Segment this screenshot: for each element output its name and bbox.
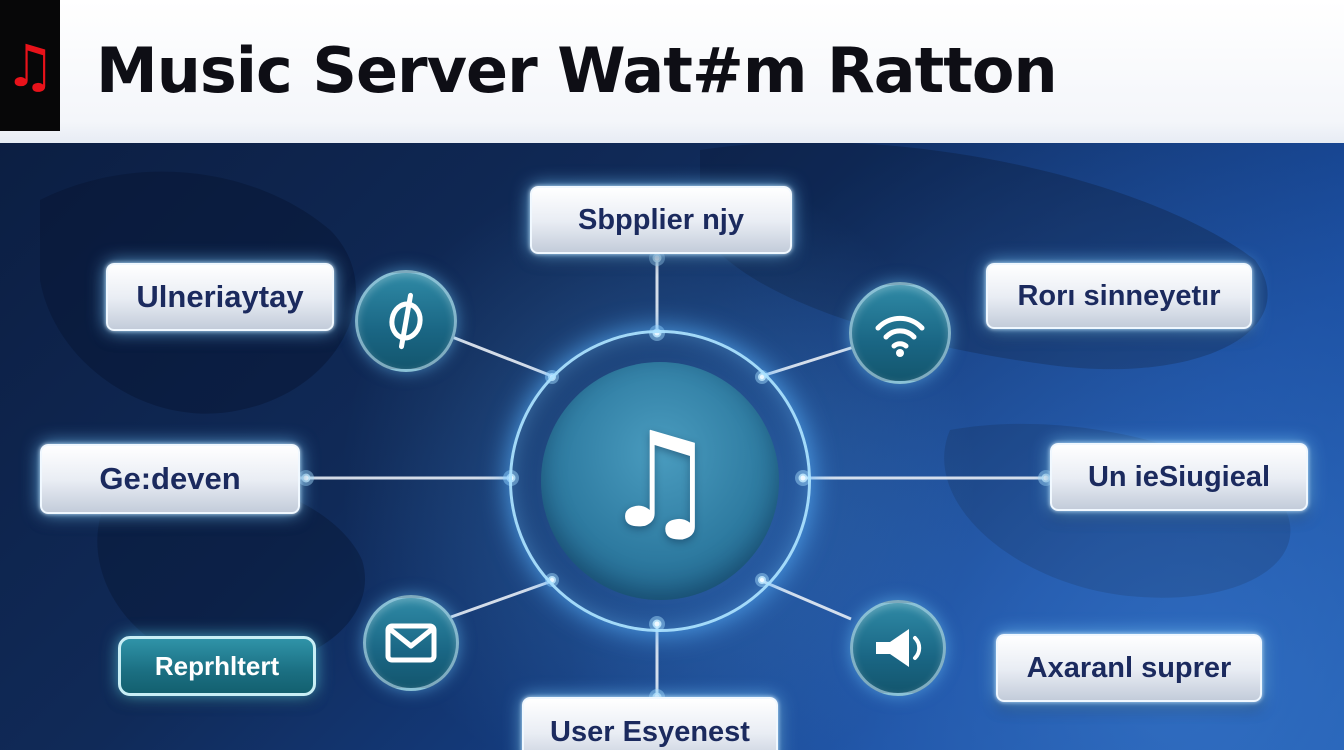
node-label-left: Ge:deven bbox=[40, 444, 300, 514]
logo: ♫ bbox=[0, 0, 60, 131]
wifi-icon bbox=[875, 315, 925, 357]
node-label-text: Sbpplier njy bbox=[578, 203, 744, 236]
node-label-text: Ge:deven bbox=[99, 461, 241, 496]
header: ♫ Music Server Wat#m Ratton bbox=[0, 0, 1344, 143]
node-label-upper-left: Ulneriaytay bbox=[106, 263, 334, 331]
megaphone-icon bbox=[876, 629, 922, 667]
node-label-text: Un ieSiugieal bbox=[1087, 460, 1271, 493]
page-title: Music Server Wat#m Ratton bbox=[96, 34, 1058, 107]
node-label-lower-left: Reprhltert bbox=[118, 636, 316, 696]
node-label-right: Un ieSiugieal bbox=[1050, 443, 1308, 511]
music-note-icon: ♫ bbox=[4, 31, 56, 100]
node-label-text: User Esyenest bbox=[550, 715, 750, 748]
node-label-text: Ulneriaytay bbox=[136, 279, 304, 314]
node-label-lower-right: Axaranl suprer bbox=[996, 634, 1262, 702]
node-circle-upper-left bbox=[355, 270, 457, 372]
central-hub-circle: ♫ bbox=[541, 362, 779, 600]
node-circle-upper-right bbox=[849, 282, 951, 384]
envelope-icon bbox=[385, 623, 437, 663]
node-label-top: Sbpplier njy bbox=[530, 186, 792, 254]
phi-symbol-icon bbox=[389, 292, 423, 350]
node-circle-lower-right bbox=[850, 600, 946, 696]
node-label-upper-right: Rorı sinneyetır bbox=[986, 263, 1252, 329]
node-label-text: Reprhltert bbox=[154, 650, 280, 681]
music-note-icon: ♫ bbox=[600, 404, 720, 558]
node-label-text: Rorı sinneyetır bbox=[1017, 279, 1221, 312]
node-circle-lower-left bbox=[363, 595, 459, 691]
central-hub: ♫ bbox=[509, 330, 811, 632]
node-label-bottom: User Esyenest bbox=[522, 697, 778, 750]
node-label-text: Axaranl suprer bbox=[1026, 651, 1232, 684]
